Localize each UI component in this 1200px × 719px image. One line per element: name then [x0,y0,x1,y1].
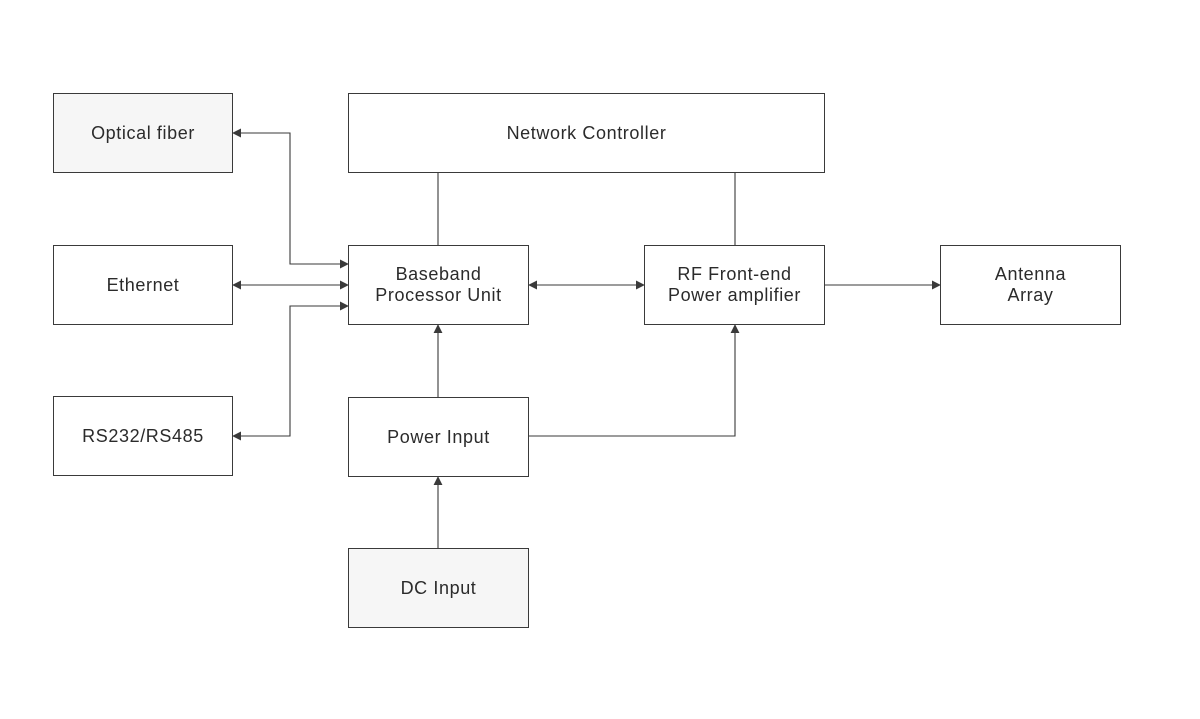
rf-frontend-box: RF Front-end Power amplifier [644,245,825,325]
dc-input-box: DC Input [348,548,529,628]
antenna-label-line2: Array [1007,285,1054,305]
optical-fiber-label: Optical fiber [91,122,195,143]
dc-input-label: DC Input [400,577,477,598]
connector-optical-baseband [232,128,349,269]
power-input-label: Power Input [387,426,490,447]
network-controller-box: Network Controller [348,93,825,173]
antenna-label-line1: Antenna [994,264,1067,284]
power-input-box: Power Input [348,397,529,477]
network-controller-label: Network Controller [506,122,667,143]
rs232-rs485-box: RS232/RS485 [53,396,233,476]
baseband-processor-box: Baseband Processor Unit [348,245,529,325]
connector-power-rf [529,324,740,437]
rf-frontend-label-line1: RF Front-end [677,264,792,284]
rs232-rs485-label: RS232/RS485 [82,425,204,446]
connector-rs232-baseband [232,301,349,441]
ethernet-box: Ethernet [53,245,233,325]
ethernet-label: Ethernet [106,274,180,295]
baseband-label-line2: Processor Unit [375,285,502,305]
rf-frontend-label-line2: Power amplifier [667,285,802,305]
antenna-array-box: Antenna Array [940,245,1121,325]
baseband-label-line1: Baseband [395,264,482,284]
optical-fiber-box: Optical fiber [53,93,233,173]
